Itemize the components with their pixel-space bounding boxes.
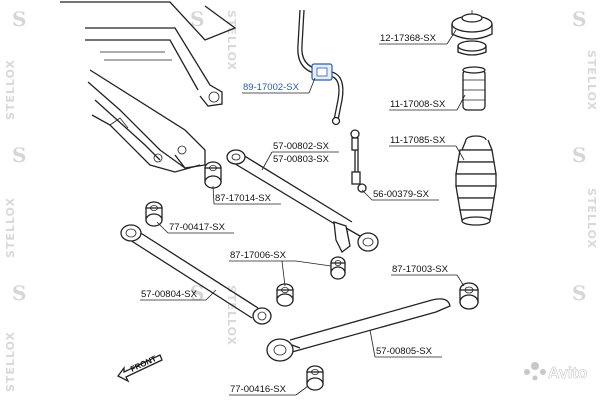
callout-56-00379: 56-00379-SX [361,189,439,201]
avito-logo-icon [524,369,530,375]
callout-text: 57-00802-SX [273,141,330,152]
watermark-text: STELLOX [225,285,238,346]
bushing-87-17006 [276,256,346,307]
watermark-text: STELLOX [585,50,598,111]
bump-stop [462,66,486,111]
lower-control-arm [120,224,272,325]
watermark-logo-letter: S [12,281,26,305]
callout-text: 87-17003-SX [392,264,449,275]
watermark-logo-letter: S [572,143,586,167]
callout-11-17085: 11-17085-SX [389,135,465,161]
callout-87-17003: 87-17003-SX [391,264,465,287]
callout-87-17006: 87-17006-SX [229,250,332,287]
callout-12-17368: 12-17368-SX [379,29,457,45]
callout-87-17014: 87-17014-SX [212,185,281,205]
watermark-logo-letter: S [572,7,586,31]
trailing-arm [266,298,451,362]
callout-text: 89-17002-SX [243,82,300,93]
watermark-logo-letter: S [572,281,586,305]
callout-text: 57-00803-SX [273,154,330,165]
avito-text: Avito [548,365,588,382]
callout-77-00416: 77-00416-SX [229,384,309,396]
stabilizer-link [350,129,367,193]
callout-57-00804: 57-00804-SX [140,289,217,301]
callout-57-00802: 57-00802-SX [261,141,339,171]
stabilizer-bushing [311,63,333,81]
upper-control-arm [226,149,379,253]
callout-text: 57-00804-SX [141,289,198,300]
dust-boot [455,135,497,226]
watermark-logo-letter: S [12,7,26,31]
callout-text: 87-17006-SX [230,250,287,261]
watermark-text: STELLOX [4,331,17,392]
callout-text: 77-00417-SX [169,222,226,233]
callout-text: 11-17085-SX [390,135,446,146]
watermark-middle: S STELLOX S STELLOX [190,7,238,346]
strut-mount [451,10,493,56]
bushing-87-17014 [204,161,222,189]
watermark-logo-letter: S [190,7,204,31]
callout-text: 77-00416-SX [230,384,287,395]
avito-watermark: Avito [524,362,588,382]
watermark-left: S STELLOX S STELLOX S STELLOX [4,7,26,392]
callout-57-00805: 57-00805-SX [369,329,442,358]
callout-89-17002: 89-17002-SX [242,77,316,94]
callout-77-00417: 77-00417-SX [156,221,234,234]
callout-text: 57-00805-SX [376,346,433,357]
callout-text: 12-17368-SX [380,33,437,44]
bushing-87-17003 [459,282,479,310]
watermark-text: STELLOX [4,59,17,120]
bushing-77-00417 [145,201,163,227]
watermark-logo-letter: S [190,281,204,305]
watermark-text: STELLOX [585,188,598,249]
front-arrow: FRONT [117,354,163,383]
callout-text: 56-00379-SX [373,189,430,200]
bushing-77-00416 [306,365,324,391]
callout-text: 11-17008-SX [390,99,446,110]
callout-57-00803: 57-00803-SX [273,154,330,165]
watermark-logo-letter: S [12,143,26,167]
callout-11-17008: 11-17008-SX [389,94,466,111]
watermark-text: STELLOX [4,197,17,258]
callout-text: 87-17014-SX [215,193,272,204]
watermark-text: STELLOX [225,10,238,71]
rear-subframe [60,1,237,173]
watermark-right: S STELLOX S STELLOX S [572,7,598,305]
front-label: FRONT [129,354,158,374]
